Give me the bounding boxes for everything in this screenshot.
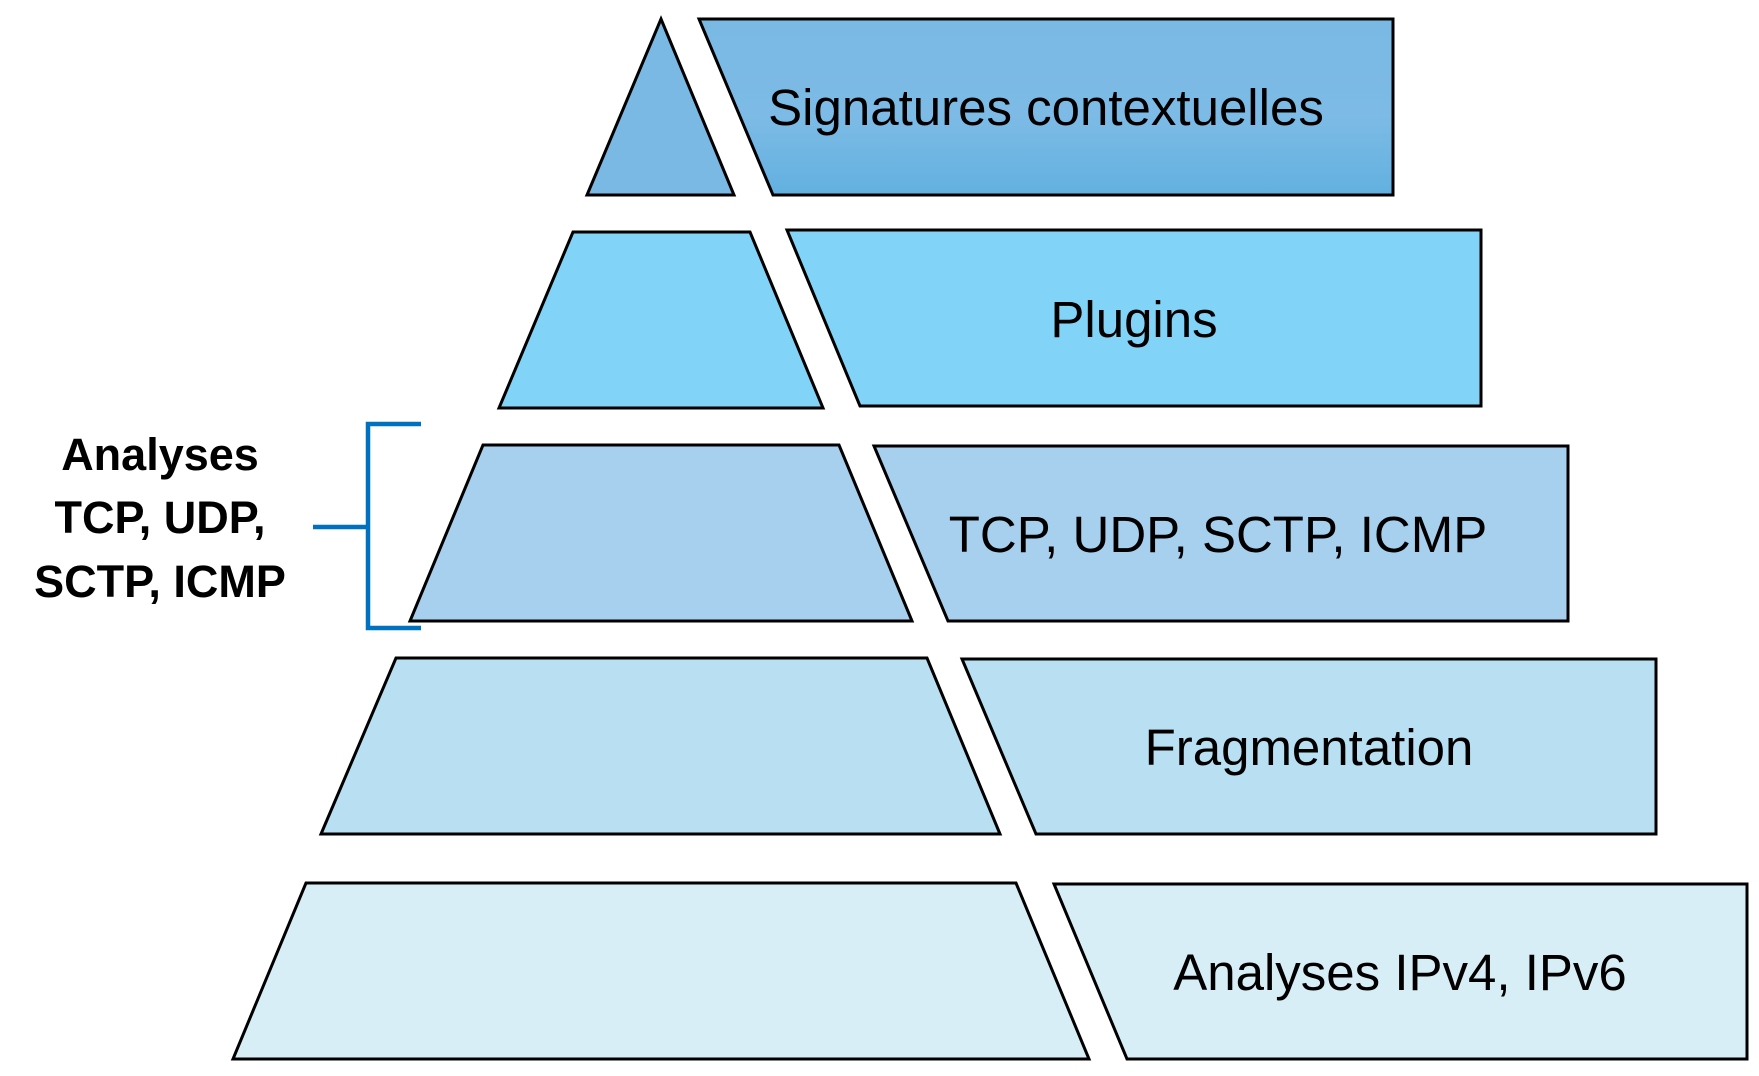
layer-transport: TCP, UDP, SCTP, ICMP bbox=[407, 443, 1570, 623]
layer-label-box-4 bbox=[959, 657, 1658, 836]
pyramid-segment-2 bbox=[496, 230, 826, 410]
pyramid-segment-5 bbox=[230, 881, 1092, 1061]
layer-label-4: Fragmentation bbox=[1145, 719, 1474, 776]
layer-label-box-3 bbox=[871, 444, 1570, 623]
layer-label-3: TCP, UDP, SCTP, ICMP bbox=[949, 506, 1488, 563]
layer-plugins: Plugins bbox=[496, 228, 1483, 410]
layer-label-5: Analyses IPv4, IPv6 bbox=[1173, 944, 1627, 1001]
pyramid-segment-3 bbox=[407, 443, 915, 623]
layer-fragmentation: Fragmentation bbox=[318, 656, 1658, 836]
layer-label-box-1 bbox=[696, 17, 1395, 197]
annotation-line-1: Analyses bbox=[61, 429, 259, 480]
annotation-line-3: SCTP, ICMP bbox=[34, 556, 286, 607]
layer-signatures-contextuelles: Signatures contextuelles bbox=[584, 15, 1395, 197]
annotation-bracket bbox=[365, 421, 421, 631]
layer-label-2: Plugins bbox=[1050, 291, 1217, 348]
layer-label-1: Signatures contextuelles bbox=[768, 79, 1324, 136]
pyramid-segment-4 bbox=[318, 656, 1003, 836]
side-annotation: Analyses TCP, UDP, SCTP, ICMP bbox=[34, 421, 421, 631]
layer-label-box-5 bbox=[1051, 882, 1749, 1061]
layer-label-box-2 bbox=[784, 228, 1483, 408]
annotation-line-2: TCP, UDP, bbox=[55, 492, 266, 543]
layer-ip: Analyses IPv4, IPv6 bbox=[230, 881, 1749, 1061]
pyramid-apex-triangle bbox=[584, 15, 737, 197]
